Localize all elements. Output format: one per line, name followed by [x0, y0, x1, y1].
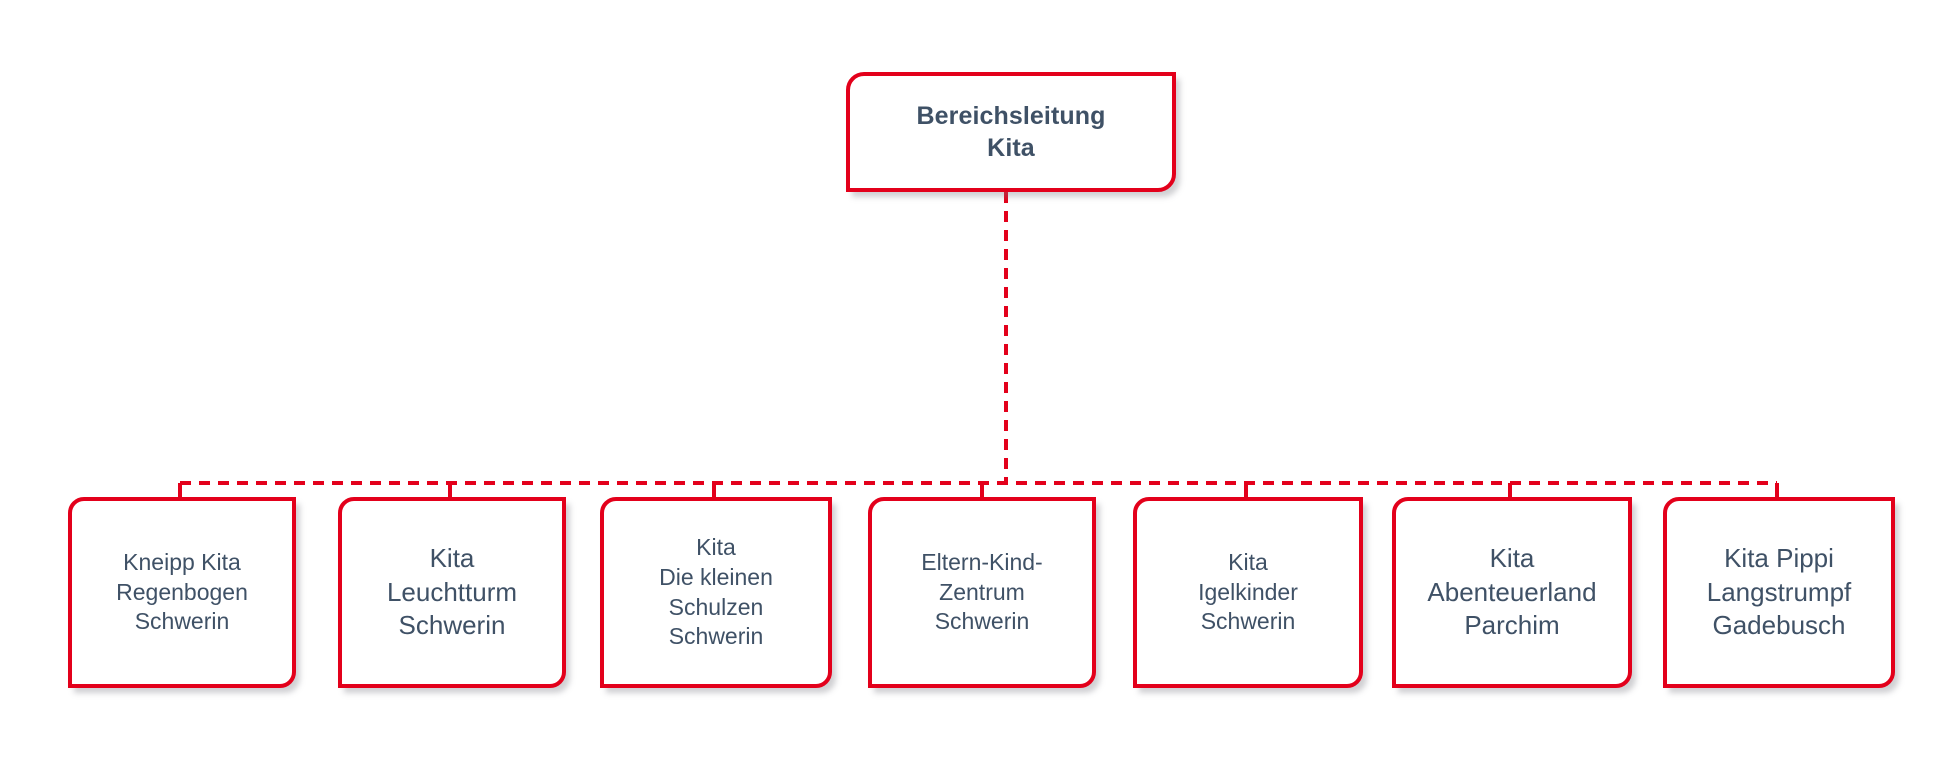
org-node-label: Eltern-Kind- Zentrum Schwerin: [921, 548, 1043, 635]
org-node-kita-igelkinder-schwerin[interactable]: Kita Igelkinder Schwerin: [1133, 497, 1363, 688]
org-node-bereichsleitung-kita[interactable]: Bereichsleitung Kita: [846, 72, 1176, 192]
org-node-label: Kneipp Kita Regenbogen Schwerin: [116, 548, 248, 635]
org-node-label: Kita Pippi Langstrumpf Gadebusch: [1706, 542, 1852, 641]
org-node-kita-abenteuerland-parchim[interactable]: Kita Abenteuerland Parchim: [1392, 497, 1632, 688]
org-node-kita-pippi-langstrumpf-gadebusch[interactable]: Kita Pippi Langstrumpf Gadebusch: [1663, 497, 1895, 688]
org-node-label: Kita Abenteuerland Parchim: [1427, 542, 1597, 641]
org-node-kita-die-kleinen-schulzen-schwerin[interactable]: Kita Die kleinen Schulzen Schwerin: [600, 497, 832, 688]
org-node-label: Bereichsleitung Kita: [916, 101, 1106, 163]
org-node-kneipp-kita-regenbogen-schwerin[interactable]: Kneipp Kita Regenbogen Schwerin: [68, 497, 296, 688]
org-node-label: Kita Igelkinder Schwerin: [1198, 548, 1298, 635]
org-node-label: Kita Leuchtturm Schwerin: [386, 542, 518, 641]
org-node-kita-leuchtturm-schwerin[interactable]: Kita Leuchtturm Schwerin: [338, 497, 566, 688]
org-node-label: Kita Die kleinen Schulzen Schwerin: [659, 533, 773, 650]
org-node-eltern-kind-zentrum-schwerin[interactable]: Eltern-Kind- Zentrum Schwerin: [868, 497, 1096, 688]
